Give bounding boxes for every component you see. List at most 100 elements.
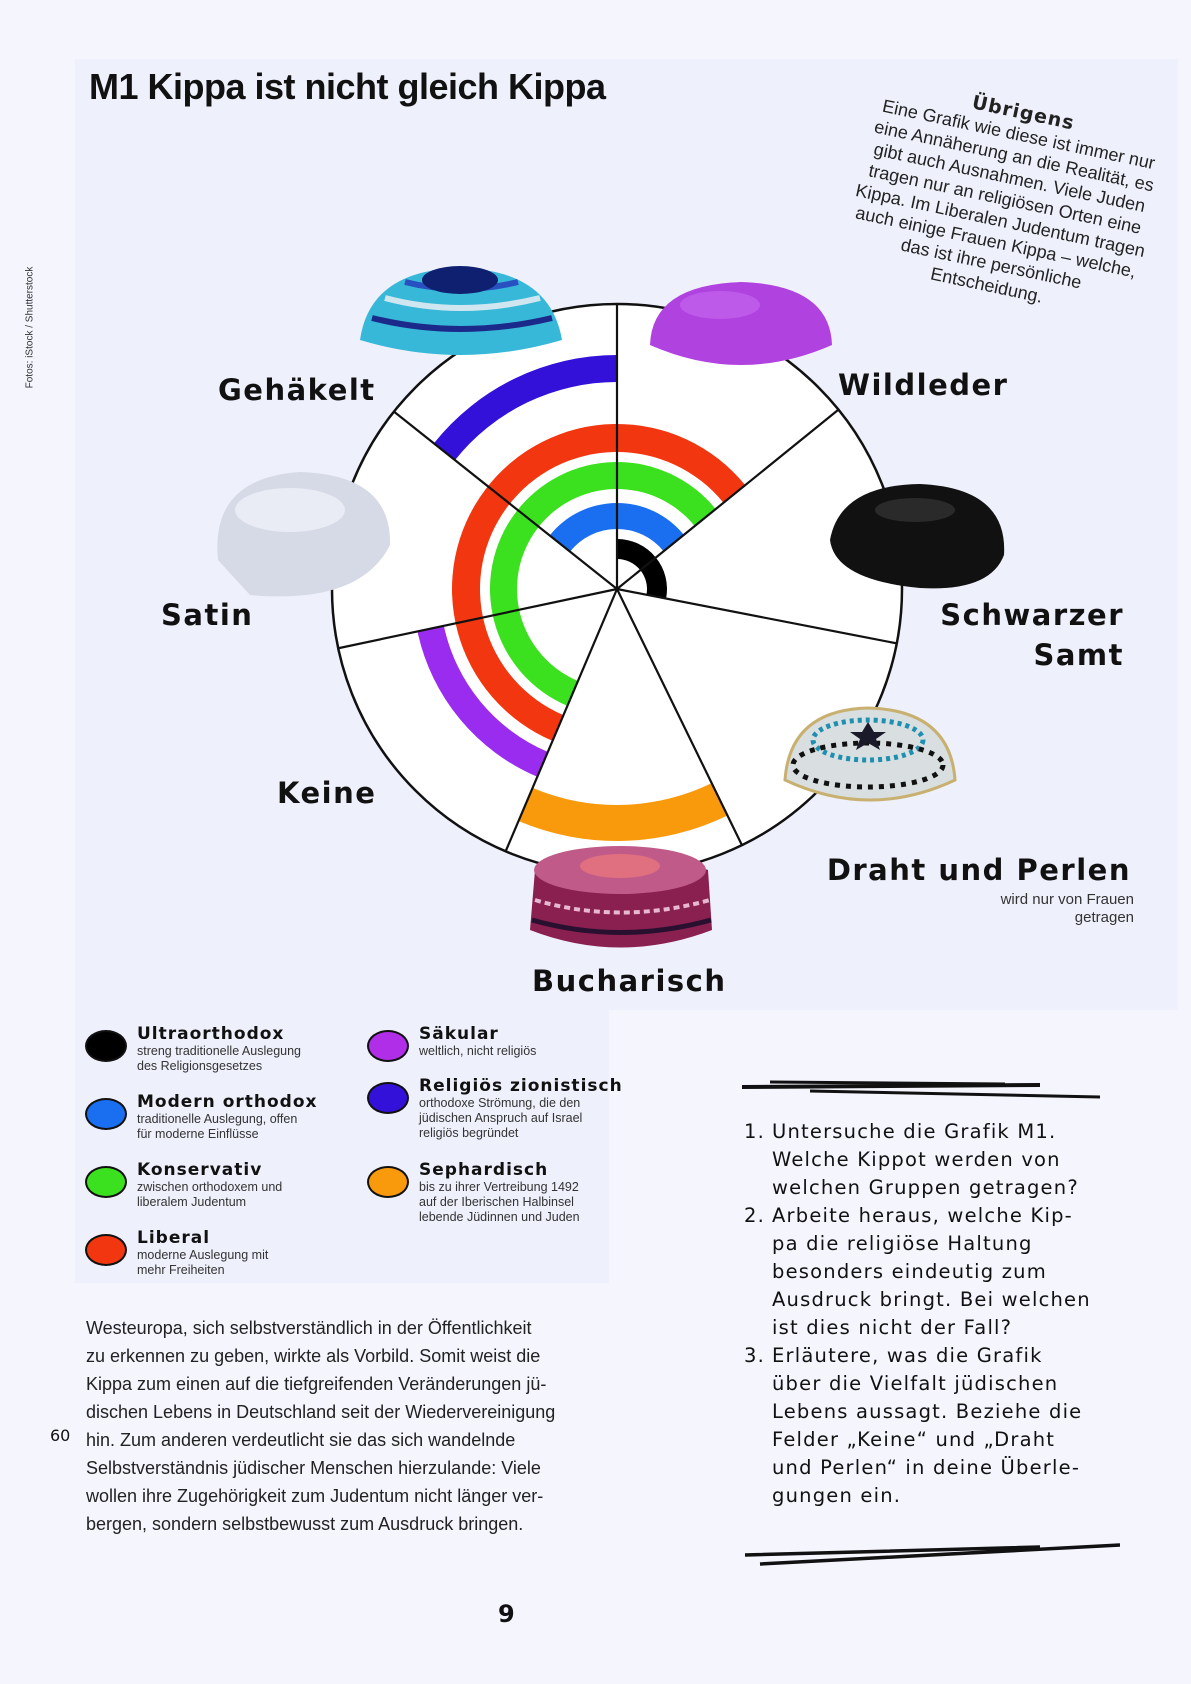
legend-item-title: Sephardisch (419, 1160, 549, 1180)
legend-item-desc: weltlich, nicht religiös (419, 1044, 537, 1058)
task-text: welchen Gruppen getragen? (772, 1176, 1079, 1199)
page-title: M1 Kippa ist nicht gleich Kippa (89, 66, 606, 107)
kippa-draht-perlen-image (783, 706, 957, 802)
sector-divider (616, 408, 840, 590)
task-text: pa die religiöse Haltung (772, 1232, 1033, 1255)
label-schwarzer-samt-line2: Samt (1033, 638, 1124, 672)
task-text: und Perlen“ in deine Überle- (772, 1456, 1081, 1479)
kippa-gehaekelt-image (360, 266, 562, 355)
legend-item-title: Religiös zionistisch (419, 1076, 623, 1096)
body-line: bergen, sondern selbstbewusst zum Ausdru… (86, 1514, 524, 1534)
task-text: gungen ein. (772, 1484, 902, 1507)
task-number (744, 1174, 772, 1202)
legend-item-title: Konservativ (137, 1160, 263, 1180)
legend-item-title: Säkular (419, 1024, 499, 1044)
task-number (744, 1258, 772, 1286)
body-line: Westeuropa, sich selbstverständlich in d… (86, 1318, 532, 1338)
task-line: besonders eindeutig zum (744, 1258, 1091, 1286)
legend-item-desc: auf der Iberischen Halbinsel (419, 1195, 574, 1209)
legend-color-dot (85, 1098, 127, 1130)
legend-color-dot (367, 1166, 409, 1198)
note-line: wird nur von Frauen (1000, 891, 1134, 908)
legend-panel (75, 1010, 609, 1283)
legend-item-desc: liberalem Judentum (137, 1195, 247, 1209)
label-bucharisch: Bucharisch (532, 964, 727, 998)
task-line: über die Vielfalt jüdischen (744, 1370, 1091, 1398)
task-text: Ausdruck bringt. Bei welchen (772, 1288, 1091, 1311)
legend-item-desc: bis zu ihrer Vertreibung 1492 (419, 1180, 579, 1194)
task-number (744, 1370, 772, 1398)
legend-item-desc: orthodoxe Strömung, die den (419, 1096, 581, 1110)
label-keine: Keine (277, 776, 377, 810)
task-number (744, 1230, 772, 1258)
legend-color-dot (367, 1030, 409, 1062)
sector-divider (616, 587, 897, 645)
sector-divider (337, 587, 618, 650)
legend-item-desc: zwischen orthodoxem und (137, 1180, 283, 1194)
task-text: Lebens aussagt. Beziehe die (772, 1400, 1083, 1423)
task-line: und Perlen“ in deine Überle- (744, 1454, 1091, 1482)
task-number (744, 1146, 772, 1174)
legend-item-desc: jüdischen Anspruch auf Israel (419, 1111, 583, 1125)
legend-item-desc: lebende Jüdinnen und Juden (419, 1210, 580, 1224)
legend-item-desc: des Religionsgesetzes (137, 1059, 263, 1073)
task-line: Felder „Keine“ und „Draht (744, 1426, 1091, 1454)
kippa-schwarzer-samt-image (830, 484, 1005, 589)
label-wildleder: Wildleder (838, 368, 1009, 402)
note-line: getragen (1074, 909, 1134, 926)
body-line: hin. Zum anderen verdeutlicht sie das si… (86, 1430, 516, 1450)
label-schwarzer-samt: Schwarzer Samt (940, 598, 1124, 672)
legend-color-dot (85, 1234, 127, 1266)
legend-color-dot (85, 1166, 127, 1198)
task-list: 1. Untersuche die Grafik M1. Welche Kippot… (744, 1118, 1091, 1510)
task-number: 3. (744, 1344, 766, 1367)
task-text: Welche Kippot werden von (772, 1148, 1061, 1171)
legend-item-desc: mehr Freiheiten (137, 1263, 225, 1277)
body-line: Selbstverständnis jüdischer Menschen hie… (86, 1458, 541, 1478)
task-line: Ausdruck bringt. Bei welchen (744, 1286, 1091, 1314)
task-line: Lebens aussagt. Beziehe die (744, 1398, 1091, 1426)
kippa-satin-image (217, 472, 391, 597)
task-line: gungen ein. (744, 1482, 1091, 1510)
task-line: 3.Erläutere, was die Grafik (744, 1342, 1091, 1370)
kippa-bucharisch-image (530, 846, 712, 948)
task-number (744, 1482, 772, 1510)
task-text: über die Vielfalt jüdischen (772, 1372, 1059, 1395)
task-line: Welche Kippot werden von (744, 1146, 1091, 1174)
legend-item-title: Modern orthodox (137, 1092, 318, 1112)
task-line: 2.Arbeite heraus, welche Kip- (744, 1202, 1091, 1230)
body-line: Kippa zum einen auf die tiefgreifenden V… (86, 1374, 547, 1394)
task-number (744, 1398, 772, 1426)
legend-item-desc: traditionelle Auslegung, offen (137, 1112, 298, 1126)
task-number: 1. (744, 1120, 766, 1143)
task-number (744, 1286, 772, 1314)
legend-item-title: Liberal (137, 1228, 211, 1248)
task-text: besonders eindeutig zum (772, 1260, 1047, 1283)
label-draht-perlen-note: wird nur von Frauen getragen (1001, 891, 1134, 927)
task-text: Arbeite heraus, welche Kip- (772, 1204, 1073, 1227)
ring-arc-religiös-zionistisch (433, 355, 617, 461)
task-line: 1. Untersuche die Grafik M1. (744, 1118, 1091, 1146)
task-line: ist dies nicht der Fall? (744, 1314, 1091, 1342)
line-number: 60 (50, 1426, 71, 1445)
task-text: Untersuche die Grafik M1. (772, 1120, 1057, 1143)
task-number (744, 1314, 772, 1342)
sector-divider (393, 410, 618, 590)
sector-divider (504, 588, 619, 852)
task-line: pa die religiöse Haltung (744, 1230, 1091, 1258)
task-text: Felder „Keine“ und „Draht (772, 1428, 1056, 1451)
body-line: wollen ihre Zugehörigkeit zum Judentum n… (86, 1486, 544, 1506)
legend-color-dot (367, 1082, 409, 1114)
page-number: 9 (498, 1600, 515, 1628)
label-satin: Satin (161, 598, 254, 632)
task-box-lines (741, 1080, 1120, 1566)
kippa-wildleder-image (650, 282, 832, 365)
ring-arc-sephardisch (518, 783, 728, 841)
